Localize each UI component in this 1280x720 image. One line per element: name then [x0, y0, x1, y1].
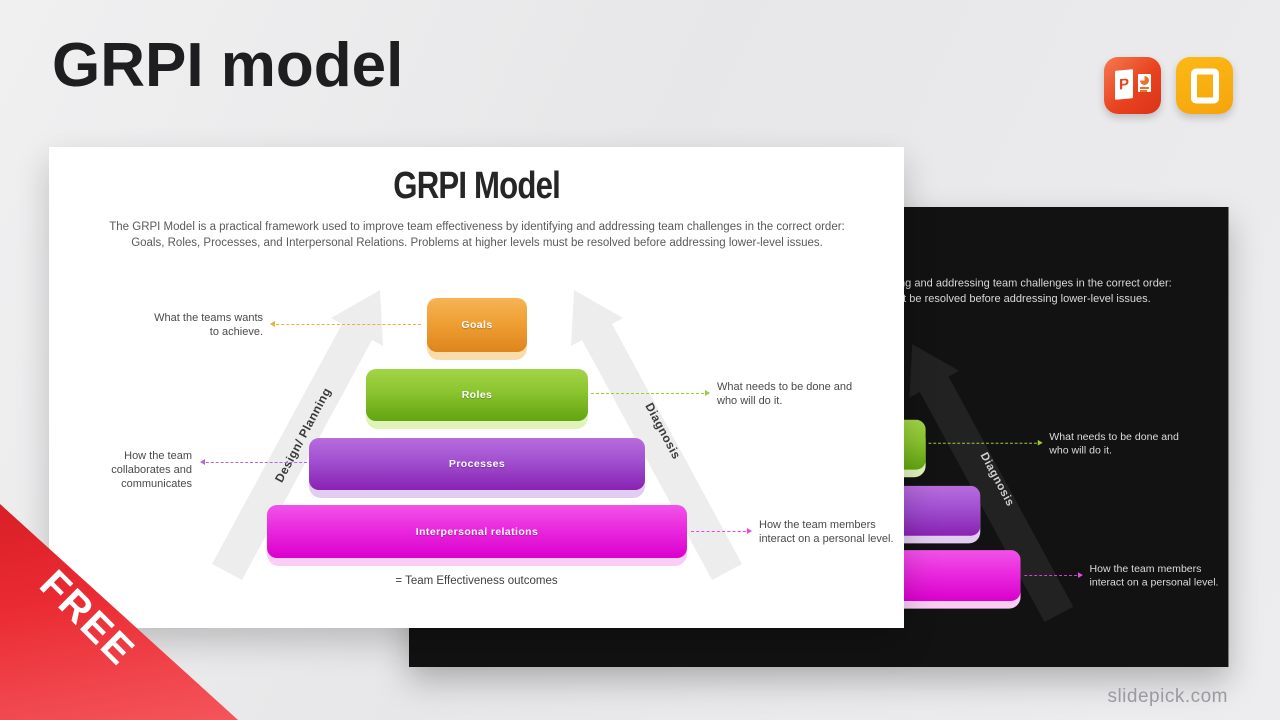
slide-title: GRPI Model: [393, 165, 560, 207]
diagnosis-arrow: [571, 290, 742, 580]
powerpoint-icon[interactable]: P: [1104, 57, 1161, 114]
annotation-roles: What needs to be done and who will do it…: [1049, 431, 1179, 457]
level-processes: Processes: [309, 438, 645, 490]
connector-roles: [928, 439, 1043, 446]
site-watermark: slidepick.com: [1107, 686, 1228, 707]
connector-processes: [200, 459, 307, 465]
pyramid-arrows: [212, 290, 742, 580]
connector-interpersonal: [691, 528, 752, 534]
connector-roles: [591, 390, 710, 396]
annotation-interpersonal: How the team members interact on a perso…: [1089, 563, 1219, 589]
google-slides-icon[interactable]: [1176, 57, 1233, 114]
powerpoint-p-glyph: P: [1115, 69, 1133, 100]
page-title: GRPI model: [52, 31, 404, 100]
annotation-goals: What the teams wants to achieve.: [154, 312, 263, 338]
level-interpersonal: Interpersonal relations: [267, 505, 687, 558]
pie-chart-icon: [1140, 76, 1149, 85]
footnote: = Team Effectiveness outcomes: [395, 575, 558, 587]
annotation-processes: How the team collaborates and communicat…: [111, 450, 192, 490]
slide-preview-light: GRPI Model The GRPI Model is a practical…: [49, 147, 904, 628]
level-roles: Roles: [366, 369, 588, 421]
connector-interpersonal: [1024, 572, 1083, 578]
design-planning-arrow: [212, 290, 383, 580]
annotation-roles: What needs to be done and who will do it…: [717, 381, 853, 407]
slide-description: The GRPI Model is a practical framework …: [109, 221, 845, 249]
diagnosis-arrow: [909, 344, 1074, 623]
google-slides-frame-glyph: [1190, 68, 1219, 103]
connector-goals: [270, 321, 421, 327]
format-icons: P: [1104, 57, 1233, 114]
level-goals: Goals: [427, 298, 527, 352]
powerpoint-chart-page: [1138, 74, 1151, 92]
annotation-interpersonal: How the team members interact on a perso…: [759, 519, 894, 545]
